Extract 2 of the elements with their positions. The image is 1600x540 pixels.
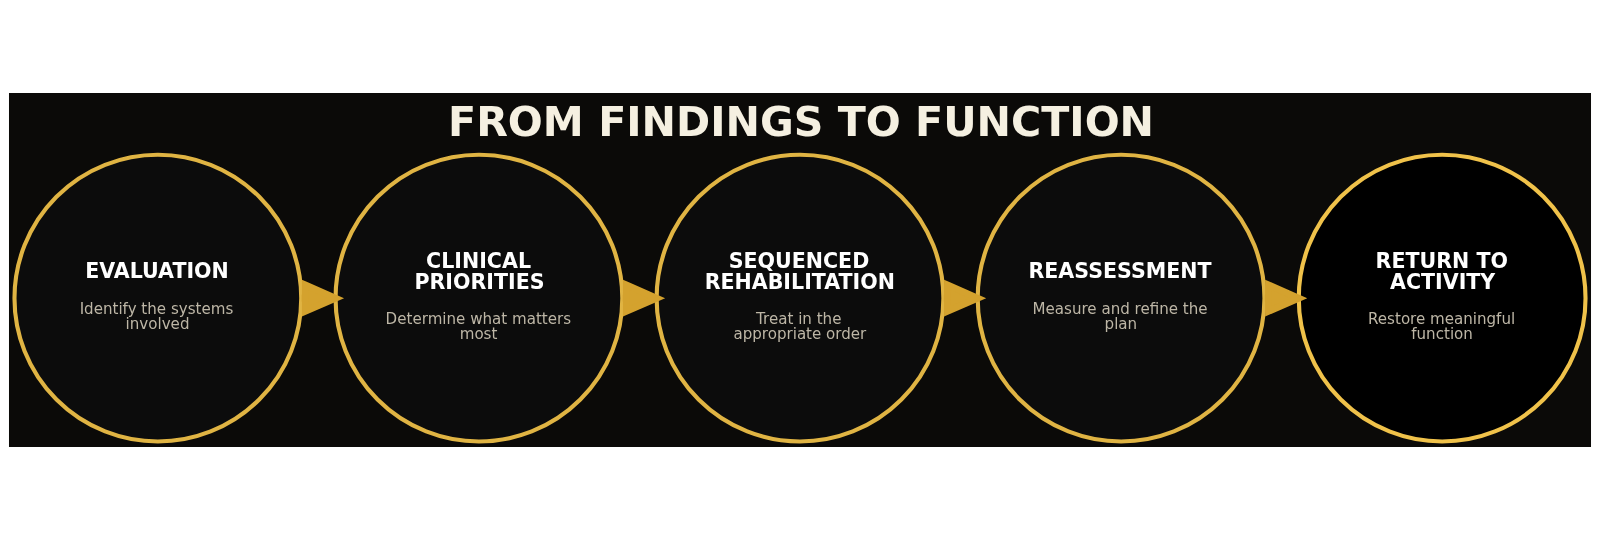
diagram-title: FROM FINDINGS TO FUNCTION	[448, 97, 1155, 146]
node-circle: RETURN TO ACTIVITY Restore meaningful function	[1296, 152, 1588, 444]
